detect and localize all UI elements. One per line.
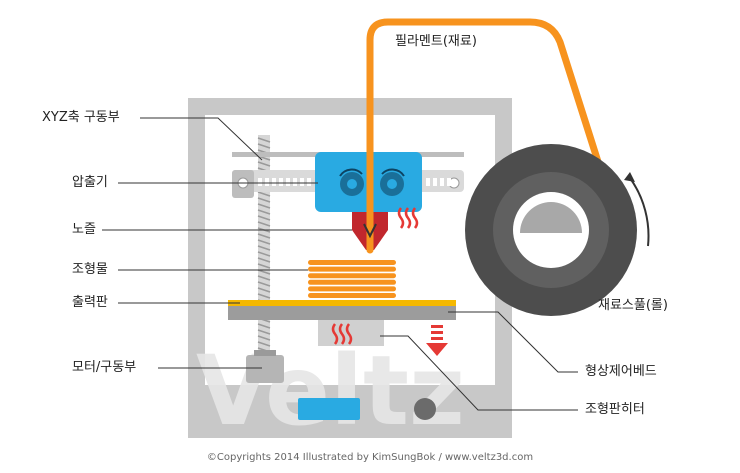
copyright-text: ©Copyrights 2014 Illustrated by KimSungB…: [206, 452, 534, 463]
belt-tooth: [293, 178, 297, 186]
screw-thread: [257, 221, 271, 227]
label-print-object: 조형물: [72, 262, 108, 277]
heated-bed: [228, 306, 456, 320]
label-nozzle: 노즐: [72, 222, 96, 237]
screw-thread: [257, 209, 271, 215]
screw-thread: [257, 275, 271, 281]
label-xyz-drive: XYZ축 구동부: [42, 110, 120, 125]
filament-spool: [465, 144, 650, 316]
bed-heater: [318, 320, 384, 346]
belt-tooth: [272, 178, 276, 186]
belt-tooth: [307, 178, 311, 186]
belt-tooth: [300, 178, 304, 186]
belt-tooth: [286, 178, 290, 186]
print-layer: [308, 273, 396, 279]
screw-thread: [257, 161, 271, 167]
label-extruder: 압출기: [72, 175, 108, 190]
screw-thread: [257, 287, 271, 293]
print-layer: [308, 279, 396, 285]
print-object: [308, 260, 396, 298]
belt-tooth: [265, 178, 269, 186]
filament-line: [366, 18, 604, 254]
belt-tooth: [447, 178, 451, 186]
screw-thread: [257, 263, 271, 269]
screw-thread: [257, 341, 271, 347]
print-layer: [308, 260, 396, 265]
screw-thread: [257, 335, 271, 341]
belt-tooth: [440, 178, 444, 186]
control-knob: [414, 398, 436, 420]
rotation-arrow-icon: [381, 168, 405, 177]
feed-arrow-icon: [363, 223, 377, 239]
screw-thread: [257, 329, 271, 335]
nozzle-heat-icon: [397, 207, 419, 229]
screw-thread: [257, 251, 271, 257]
rotation-arrow-icon: [339, 168, 363, 177]
print-layer: [308, 293, 396, 298]
leader-lines: [102, 117, 578, 411]
screw-thread: [257, 215, 271, 221]
screw-thread: [257, 137, 271, 143]
screw-thread: [257, 281, 271, 287]
screw-thread: [257, 293, 271, 299]
screw-thread: [257, 269, 271, 275]
belt-tooth: [258, 178, 262, 186]
lcd-display: [298, 398, 360, 420]
belt-tooth: [279, 178, 283, 186]
label-motor-drive: 모터/구동부: [72, 360, 137, 375]
screw-thread: [257, 191, 271, 197]
screw-thread: [257, 143, 271, 149]
label-filament: 필라멘트(재료): [395, 34, 477, 49]
belt-tooth: [426, 178, 430, 186]
print-layer: [308, 266, 396, 272]
watermark-text: Veltz: [196, 335, 465, 447]
label-bed-heater: 조형판히터: [585, 402, 645, 417]
belt-tooth: [433, 178, 437, 186]
label-spool: 재료스풀(롤): [598, 298, 668, 313]
print-layer: [308, 286, 396, 292]
spool-rotation-icon: [629, 177, 650, 247]
label-heated-bed: 형상제어베드: [585, 364, 657, 379]
down-arrow-icon: [426, 325, 448, 356]
screw-thread: [257, 245, 271, 251]
screw-thread: [257, 233, 271, 239]
screw-thread: [257, 197, 271, 203]
screw-thread: [257, 257, 271, 263]
build-plate: [228, 300, 456, 306]
screw-thread: [257, 239, 271, 245]
screw-thread: [257, 203, 271, 209]
motor: [246, 350, 284, 383]
screw-thread: [257, 323, 271, 329]
label-build-plate: 출력판: [72, 295, 108, 310]
